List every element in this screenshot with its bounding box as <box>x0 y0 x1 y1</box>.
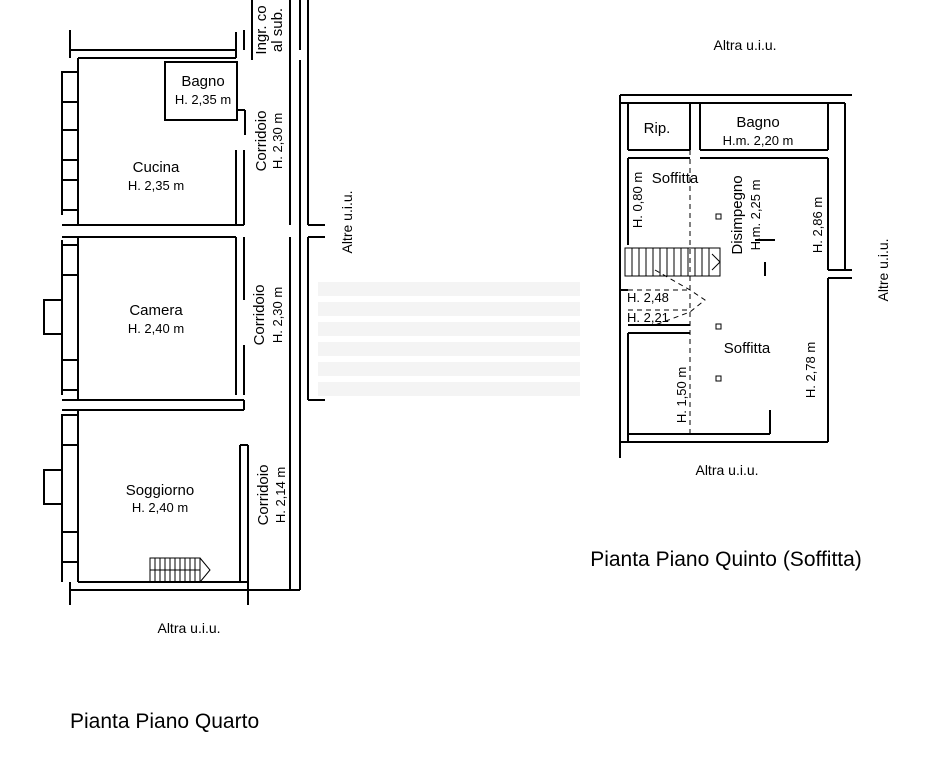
floor5-title: Pianta Piano Quinto (Soffitta) <box>590 548 862 571</box>
bagno-label: Bagno <box>181 73 224 90</box>
camera-height: H. 2,40 m <box>128 321 184 336</box>
cucina-label: Cucina <box>133 159 180 176</box>
soggiorno-label: Soggiorno <box>126 482 194 499</box>
floor5-other-unit-top: Altra u.i.u. <box>713 37 776 53</box>
floor5-dashed-lines <box>628 150 706 434</box>
soggiorno-height: H. 2,40 m <box>132 500 188 515</box>
cucina-height: H. 2,35 m <box>128 178 184 193</box>
soffitta-top-height: H. 0,80 m <box>630 172 645 228</box>
faint-watermark-block <box>318 282 580 396</box>
soffitta-bottom-height-left: H. 1,50 m <box>674 367 689 423</box>
corridoio-3-height: H. 2,14 m <box>273 467 288 523</box>
floor5-plan: Altra u.i.u. Rip. Bagno H.m. 2,20 m Soff… <box>590 37 891 571</box>
entrance-label-line1: Ingr. co <box>253 5 270 54</box>
floor4-other-units-side: Altre u.i.u. <box>339 190 355 253</box>
entrance-label-line2: al sub. <box>269 8 286 52</box>
height-221: H. 2,21 <box>627 310 669 325</box>
floor4-plan: Bagno H. 2,35 m Cucina H. 2,35 m Camera … <box>43 0 355 733</box>
corridoio-3-label: Corridoio <box>255 465 272 526</box>
floor5-markers <box>715 213 775 382</box>
floor5-other-units-side: Altre u.i.u. <box>875 238 891 301</box>
disimpegno-height: H.m. 2,25 m <box>748 180 763 251</box>
corridoio-2-height: H. 2,30 m <box>270 287 285 343</box>
height-right-top: H. 2,86 m <box>810 197 825 253</box>
floor5-bagno-height: H.m. 2,20 m <box>723 133 794 148</box>
floor4-stairs <box>149 557 211 583</box>
soffitta-bottom-label: Soffitta <box>724 340 771 357</box>
corridoio-2-label: Corridoio <box>251 285 268 346</box>
floor5-other-unit-bottom: Altra u.i.u. <box>695 462 758 478</box>
floor4-walls <box>43 0 325 605</box>
floor5-stairs <box>624 247 721 277</box>
corridoio-1-label: Corridoio <box>253 111 270 172</box>
soffitta-bottom-height-right: H. 2,78 m <box>803 342 818 398</box>
floor5-bagno-label: Bagno <box>736 114 779 131</box>
rip-label: Rip. <box>644 120 671 137</box>
floor4-title: Pianta Piano Quarto <box>70 710 259 733</box>
disimpegno-label: Disimpegno <box>729 175 746 254</box>
camera-label: Camera <box>129 302 183 319</box>
corridoio-1-height: H. 2,30 m <box>270 113 285 169</box>
bagno-height: H. 2,35 m <box>175 92 231 107</box>
floor5-walls <box>619 94 852 458</box>
soffitta-top-label: Soffitta <box>652 170 699 187</box>
height-248: H. 2,48 <box>627 290 669 305</box>
floor4-other-unit-bottom: Altra u.i.u. <box>157 620 220 636</box>
